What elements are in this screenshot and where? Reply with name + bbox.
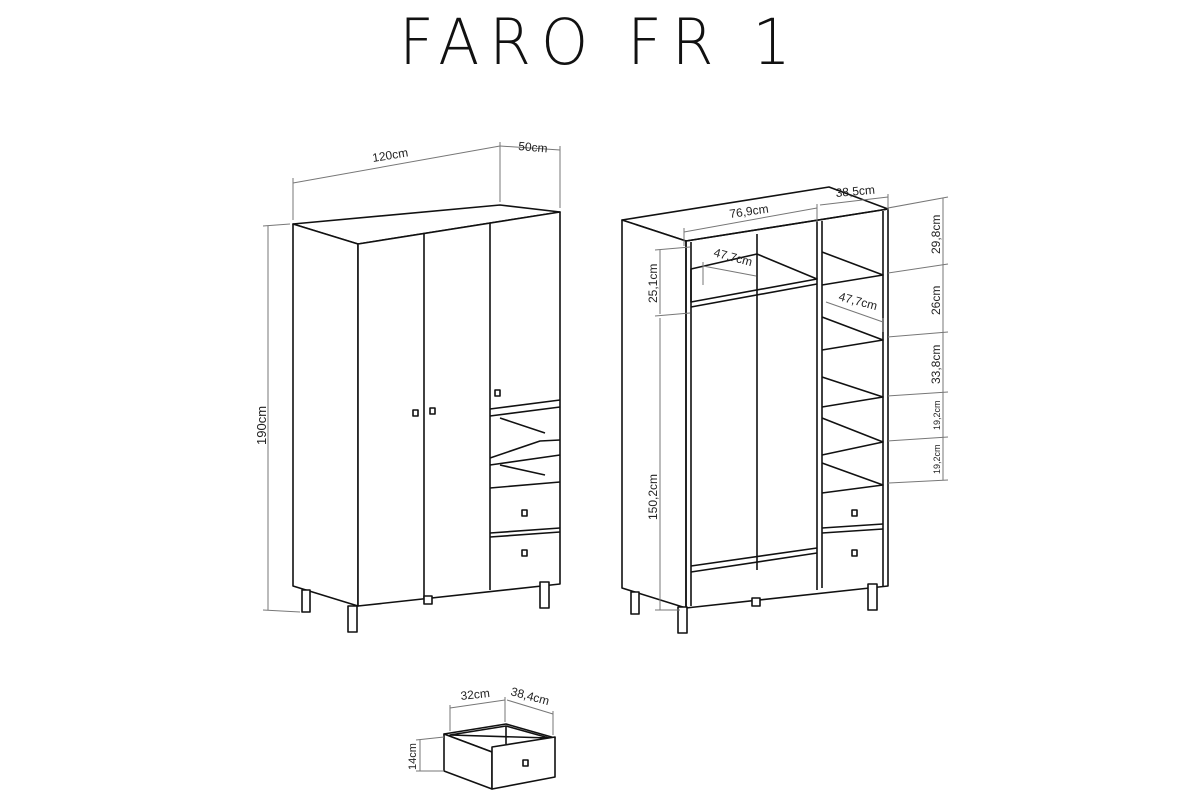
depth-label: 50cm — [518, 139, 548, 156]
product-title: FARO FR 1 — [399, 6, 801, 80]
leg — [751, 597, 761, 607]
door-handle — [412, 409, 419, 417]
height-label: 190cm — [254, 406, 269, 445]
drawer-depth-label: 38,4cm — [509, 684, 551, 708]
door-handle — [429, 407, 436, 415]
closed-wardrobe — [262, 142, 561, 633]
door-handle — [494, 389, 501, 397]
shelf-height-label: 33,8cm — [929, 345, 943, 384]
shelf-depth-right-label: 47,7cm — [837, 289, 879, 313]
side-width-label: 38,5cm — [835, 183, 875, 200]
drawer-handle — [522, 759, 529, 767]
shelf-height-label: 26cm — [929, 286, 943, 315]
leg — [867, 583, 878, 611]
leg — [301, 589, 311, 613]
drawer-handle — [851, 549, 858, 557]
side-panel — [292, 223, 359, 607]
drawer-handle — [521, 549, 528, 557]
leg — [630, 591, 640, 615]
leg — [539, 581, 550, 609]
leg — [423, 595, 433, 605]
drawer-handle — [851, 509, 858, 517]
leg — [347, 605, 358, 633]
drawer-handle — [521, 509, 528, 517]
drawer-width-label: 32cm — [460, 686, 491, 703]
drawer-height-label: 14cm — [407, 743, 419, 770]
shelf-depth-left-label: 47,7cm — [712, 245, 754, 269]
inner-width-label: 76,9cm — [728, 202, 769, 221]
front — [357, 211, 561, 607]
shelf-height-label: 19,2cm — [932, 444, 942, 474]
shelf-height-label: 29,8cm — [929, 215, 943, 254]
leg — [677, 606, 688, 634]
shelf-height-label: 19,2cm — [932, 400, 942, 430]
drawer — [415, 697, 556, 790]
open-wardrobe — [621, 186, 949, 634]
top-compartment-label: 25,1cm — [646, 264, 660, 303]
hanging-height-label: 150,2cm — [646, 474, 660, 520]
width-label: 120cm — [371, 145, 409, 164]
